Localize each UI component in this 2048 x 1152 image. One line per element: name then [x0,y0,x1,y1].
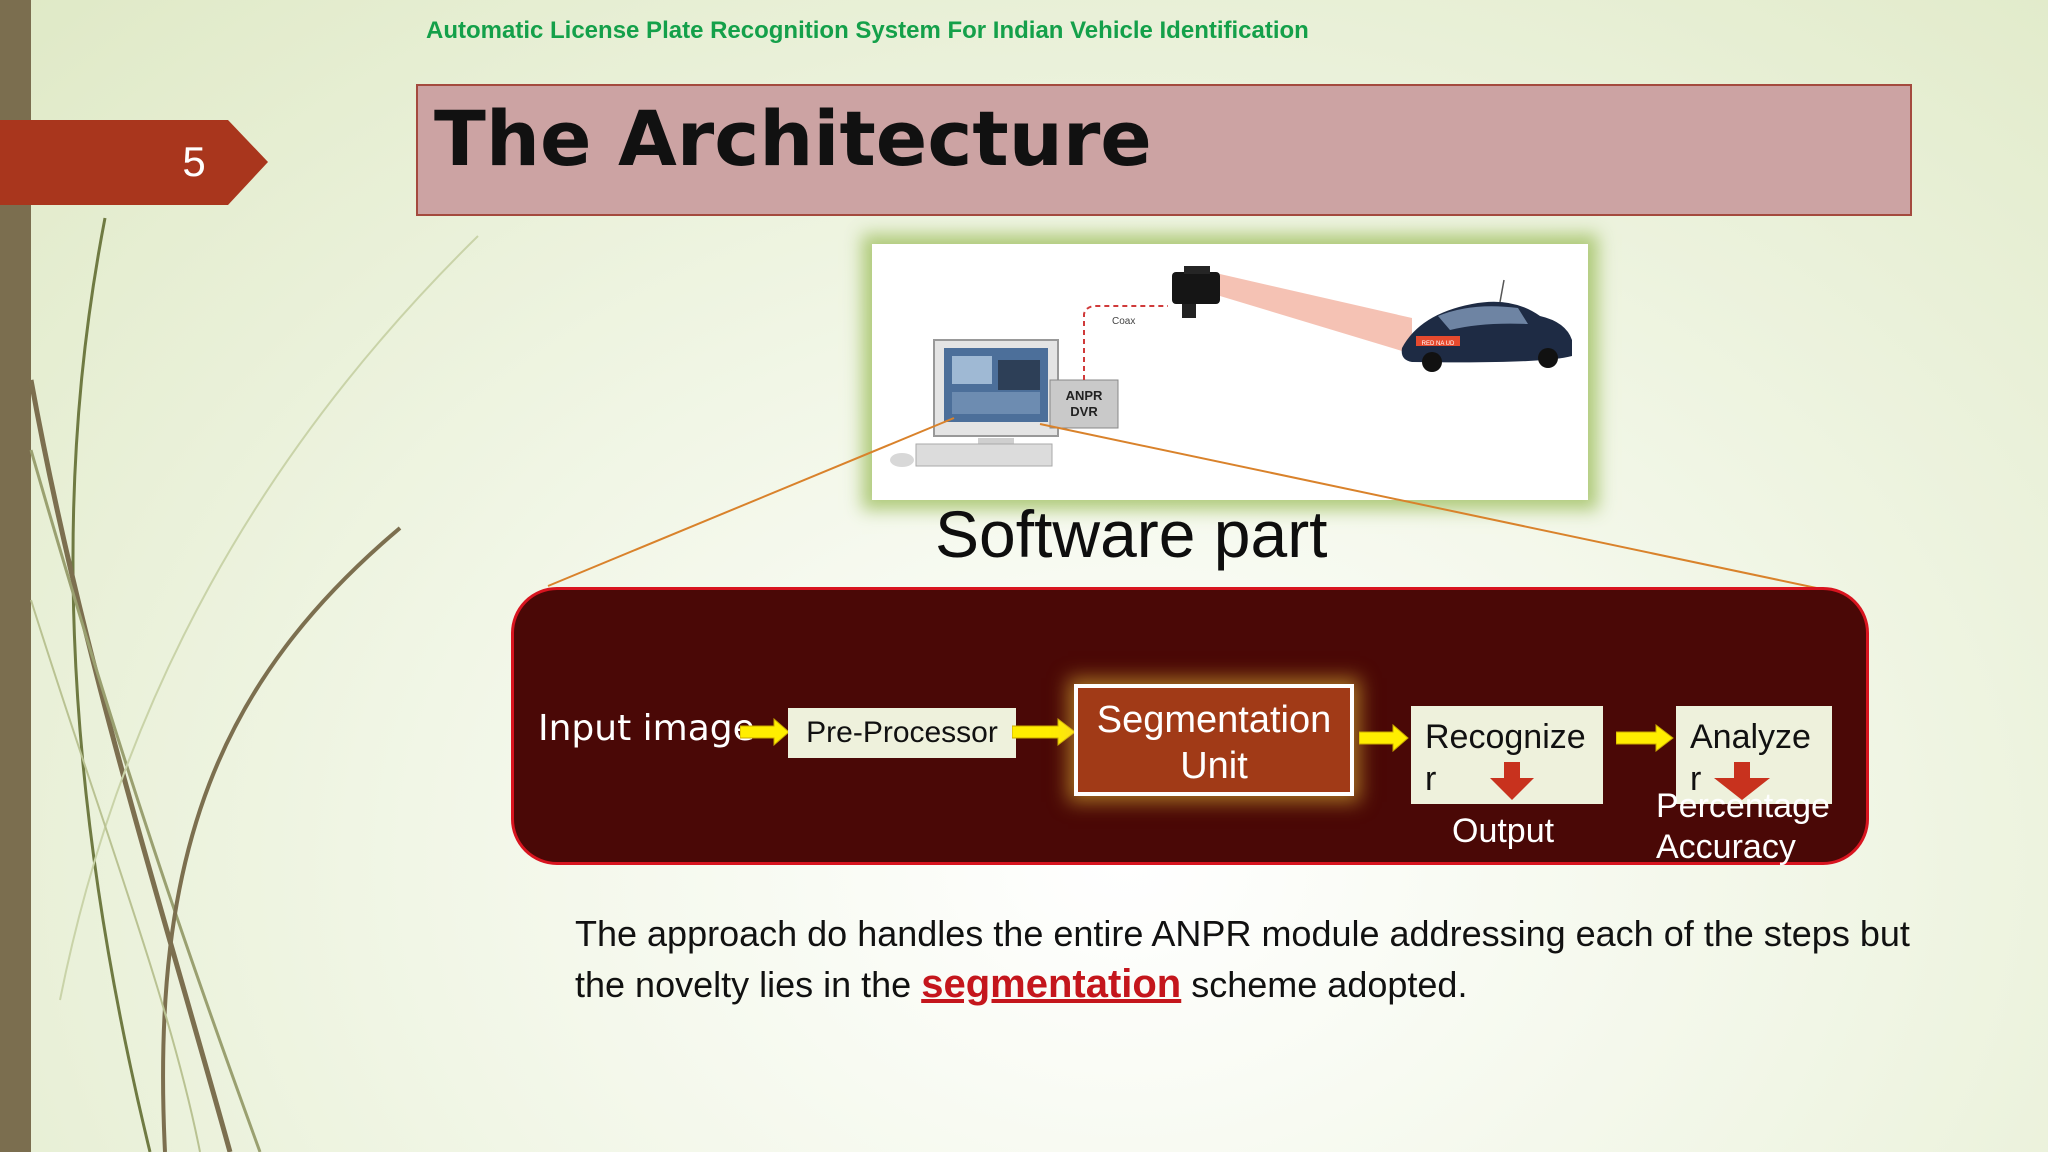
title-banner: The Architecture [416,84,1912,216]
dvr-label-line2: DVR [1070,404,1098,419]
accuracy-label-line2: Accuracy [1656,828,1796,866]
presentation-header: Automatic License Plate Recognition Syst… [426,17,1309,44]
software-flow-panel: Input image Pre-Processor Segmentation U… [511,587,1869,868]
coax-cable [1083,305,1168,380]
analyzer-label-line2: r [1690,760,1702,798]
dvr-box [1049,379,1119,429]
coax-label: Coax [1112,316,1135,327]
mouse-icon [890,453,914,467]
slide-number: 5 [182,138,206,185]
arrow-down-icon [1490,762,1534,800]
analyzer-label-line1: Analyze [1690,718,1811,756]
segmentation-unit-box: Segmentation Unit [1074,684,1354,796]
keyboard-icon [915,443,1053,467]
arrow-right-icon [1012,718,1076,746]
dvr-label-line1: ANPR [1066,388,1103,403]
software-part-label: Software part [935,497,1328,571]
arrow-right-icon [1616,724,1674,752]
percentage-accuracy-label: Percentage Accuracy [1656,786,1830,868]
segmentation-label-line1: Segmentation [1096,699,1332,741]
hardware-illustration: ANPR DVR Coax RED NA UD [890,266,1572,467]
input-image-label: Input image [538,708,755,749]
car-icon: RED NA UD [1401,279,1572,372]
slide-title: The Architecture [434,94,1152,183]
description-part1: The approach do handles the entire ANPR … [575,913,1910,1005]
description-part2: scheme adopted. [1181,964,1468,1005]
plate-text: RED NA UD [1422,341,1455,347]
description-text: The approach do handles the entire ANPR … [575,908,1955,1010]
segmentation-label-line2: Unit [1180,745,1248,787]
output-label: Output [1452,812,1555,850]
slide-number-tab [0,120,268,205]
pre-processor-box: Pre-Processor [788,708,1016,758]
camera-beam [1220,274,1412,354]
arrow-down-icon [1714,762,1770,800]
arrow-right-icon [740,718,790,746]
arrow-right-icon [1359,724,1409,752]
hardware-setup-figure: ANPR DVR Coax RED NA UD [872,244,1588,500]
recognizer-label-line2: r [1425,760,1437,798]
segmentation-link[interactable]: segmentation [921,962,1182,1006]
recognizer-label-line1: Recognize [1425,718,1586,756]
camera-icon [1172,266,1220,318]
